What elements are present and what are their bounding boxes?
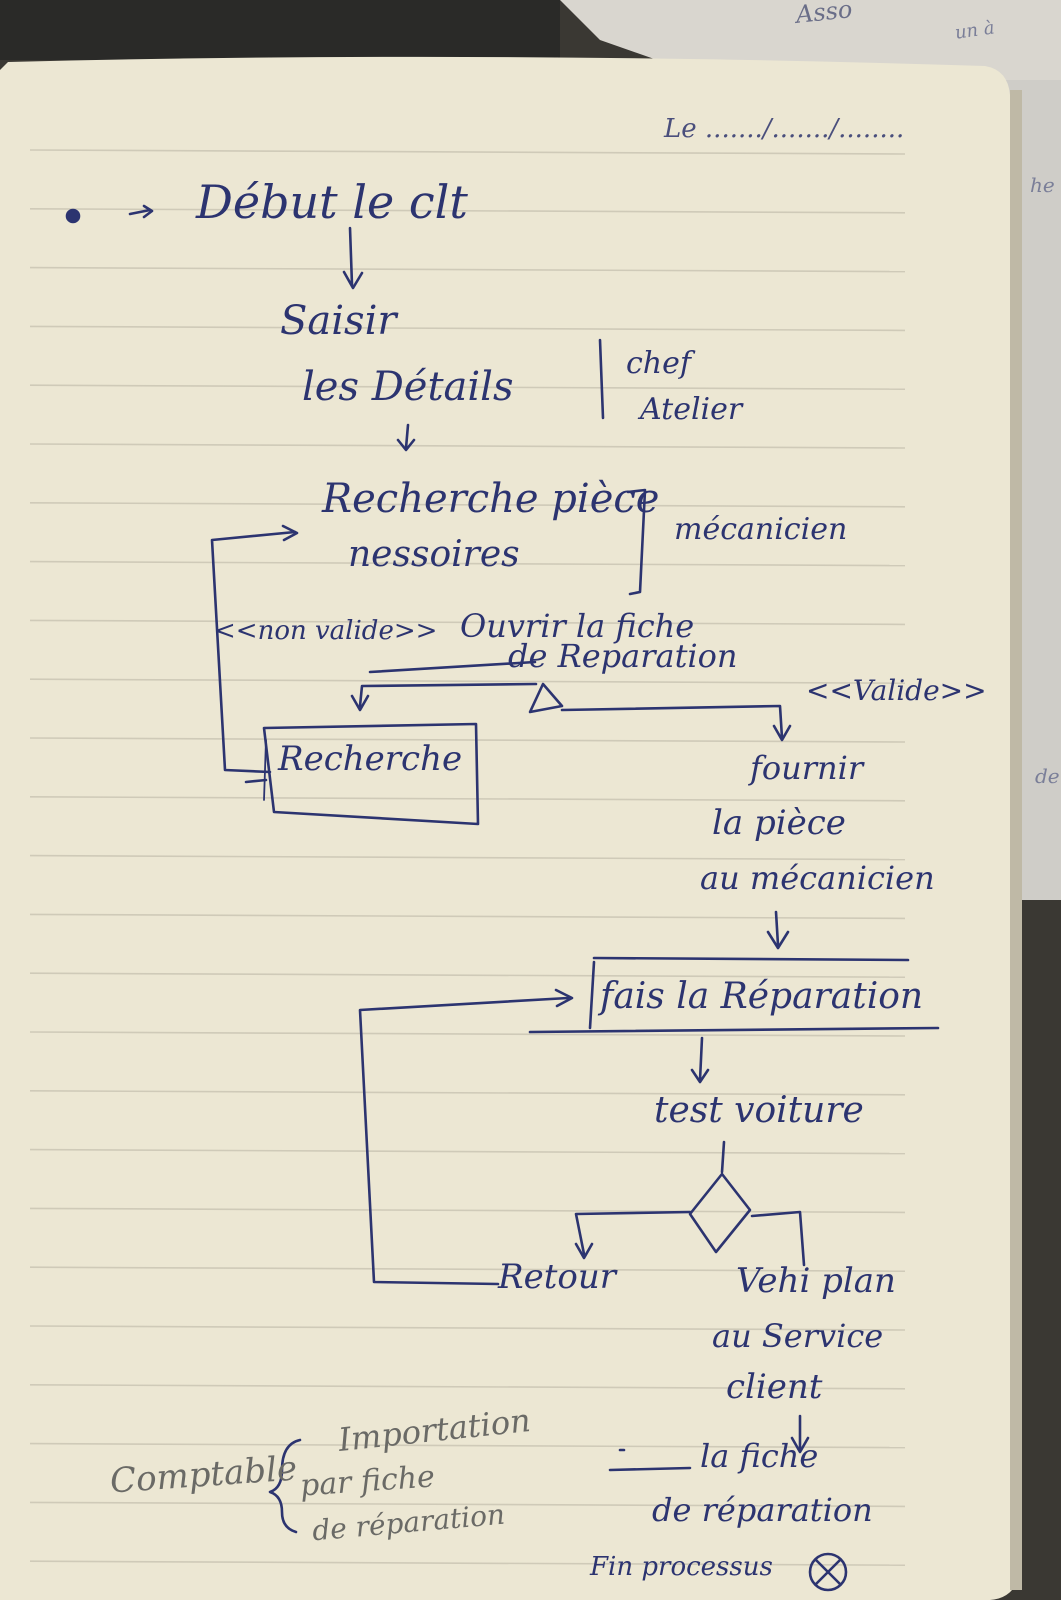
decision-triangle <box>528 682 564 714</box>
diamond-left-branch <box>574 1210 692 1256</box>
end-node-icon <box>808 1552 848 1592</box>
start-arrow <box>128 208 152 216</box>
ruled-line <box>29 619 906 626</box>
ruled-line <box>29 384 906 391</box>
lane-bracket-mecanicien <box>626 488 647 596</box>
ruled-line <box>29 560 906 567</box>
fournir-line-2: la pièce <box>712 803 846 843</box>
ruled-line <box>29 854 906 861</box>
loop-back-arrowhead <box>281 524 299 542</box>
guard-non-valide: <<non valide>> <box>214 616 438 646</box>
vehicule-line-2: au Service <box>712 1317 884 1355</box>
ruled-line <box>29 266 906 273</box>
lane-mecanicien: mécanicien <box>674 512 848 547</box>
fin-processus: Fin processus <box>590 1552 773 1582</box>
ruled-line <box>29 1090 906 1096</box>
fiche-underline <box>608 1466 692 1472</box>
fiche-line-1: la fiche <box>700 1437 819 1475</box>
start-node-icon <box>65 208 81 224</box>
ruled-line <box>29 325 906 332</box>
diagram-strokes <box>65 204 940 1592</box>
ruled-line <box>29 149 906 155</box>
arrow-to-recherche <box>404 423 410 450</box>
diamond-right-branch <box>750 1210 806 1267</box>
retour-loop-line <box>358 996 570 1286</box>
retour-label: Retour <box>498 1257 617 1297</box>
top-bar <box>368 660 537 674</box>
decision-diamond <box>688 1172 752 1254</box>
arrowhead-fiche <box>790 1436 810 1454</box>
lane-chef-line-1: chef <box>626 346 691 381</box>
ruled-line <box>29 1148 906 1155</box>
recherche-box-inner-line <box>263 739 267 801</box>
arrow-to-saisir <box>348 226 354 287</box>
ruled-line <box>29 1501 906 1508</box>
recherche-piece-line-1: Recherche pièce <box>322 476 660 522</box>
branch-left-arrowhead <box>350 694 370 712</box>
recherche-box <box>262 722 480 826</box>
fais-top-bar <box>592 956 910 962</box>
guard-valide: <<Valide>> <box>806 674 987 707</box>
lane-divider-chef <box>598 338 605 420</box>
fais-left-bar <box>588 960 596 1030</box>
notebook-page <box>0 56 1022 1600</box>
branch-right-arrowhead <box>772 724 792 742</box>
fournir-line-3: au mécanicien <box>700 859 935 897</box>
fournir-line-1: fournir <box>750 749 864 787</box>
ruled-line <box>29 1384 906 1390</box>
retour-loop-arrowhead <box>554 988 574 1008</box>
start-label: Début le clt <box>196 175 468 229</box>
background-note-right-1: he <box>1030 173 1055 197</box>
fais-bottom-bar <box>528 1026 940 1034</box>
recherche-piece-line-2: nessoires <box>348 534 520 575</box>
test-voiture: test voiture <box>654 1090 864 1131</box>
lane-chef-line-2: Atelier <box>640 392 743 427</box>
loop-back-line <box>210 530 297 774</box>
background-note-top: Asso <box>794 0 854 29</box>
saisir-line-2: les Détails <box>302 364 514 410</box>
arrowhead-saisir <box>342 270 364 290</box>
arrow-to-fais <box>774 910 780 947</box>
ouvrir-fiche-line-1: Ouvrir la fiche <box>460 607 695 645</box>
ruled-line <box>29 443 906 449</box>
ruled-line <box>29 972 906 979</box>
date-field: Le ......./......./........ <box>664 114 905 144</box>
background-note-right-2: de <box>1035 764 1060 788</box>
arrow-to-diamond <box>720 1140 726 1174</box>
vehicule-line-1: Vehi plan <box>736 1261 896 1301</box>
arrowhead-test <box>690 1068 710 1084</box>
arrowhead-recherche <box>396 438 416 452</box>
vehicule-line-3: client <box>726 1367 823 1407</box>
ruled-line <box>29 795 906 802</box>
ruled-line <box>29 1207 906 1214</box>
recherche-box-label: Recherche <box>278 739 463 779</box>
page-edge-shadow <box>1010 90 1022 1590</box>
ruled-line <box>29 501 906 508</box>
ruled-line <box>29 1560 906 1566</box>
ruled-line <box>29 208 906 214</box>
branch-right-line <box>560 704 784 740</box>
ruled-line <box>29 1031 906 1037</box>
ruled-lines <box>29 149 906 1566</box>
ouvrir-fiche-line-2: de Reparation <box>508 637 738 675</box>
diamond-left-arrowhead <box>574 1242 594 1260</box>
recherche-box-stub <box>244 778 268 784</box>
start-arrowhead <box>142 204 154 219</box>
saisir-line-1: Saisir <box>280 298 397 344</box>
ruled-line <box>29 1442 906 1449</box>
arrow-to-test <box>698 1036 704 1082</box>
fiche-line-2: de réparation <box>652 1491 873 1529</box>
ruled-line <box>29 1325 906 1331</box>
ruled-line <box>29 913 906 920</box>
branch-left-line <box>358 682 538 708</box>
ruled-line <box>29 737 906 743</box>
ruled-line <box>29 678 906 685</box>
end-node-cross <box>814 1558 842 1586</box>
keyboard-edge <box>0 0 560 60</box>
fais-reparation: fais la Réparation <box>600 976 924 1017</box>
ruled-line <box>29 1266 906 1272</box>
comptable-brace <box>268 1438 302 1534</box>
arrowhead-fais <box>766 930 790 950</box>
